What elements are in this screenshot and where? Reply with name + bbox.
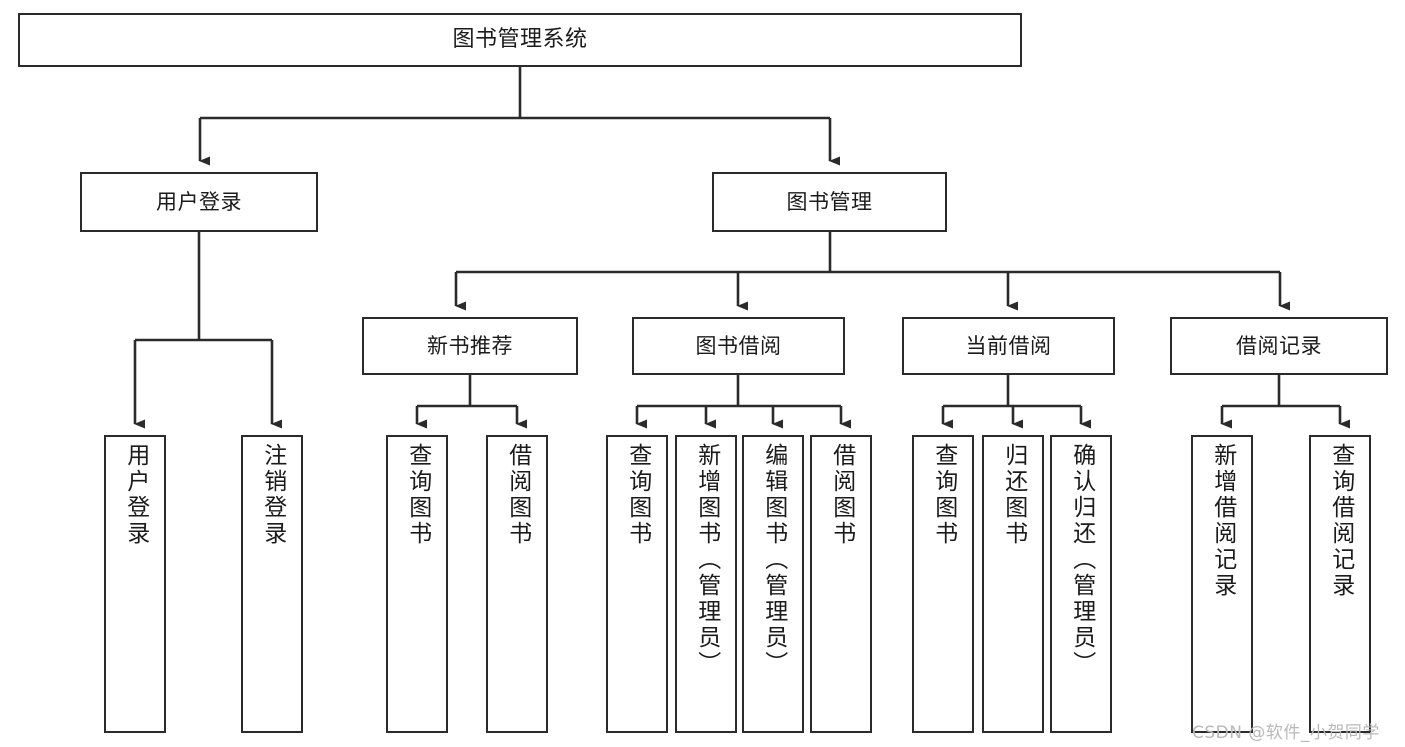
node-new-book-rec-label: 新书推荐: [427, 333, 513, 358]
node-leaf-borrow-book-2-label: 借阅图书: [828, 443, 855, 547]
node-leaf-return-book[interactable]: 归还图书: [982, 435, 1044, 733]
node-book-borrow-label: 图书借阅: [695, 333, 782, 358]
node-new-book-rec[interactable]: 新书推荐: [362, 317, 578, 375]
node-borrow-record-label: 借阅记录: [1236, 333, 1322, 358]
node-leaf-query-record[interactable]: 查询借阅记录: [1309, 435, 1371, 733]
node-user-login[interactable]: 用户登录: [80, 172, 318, 232]
node-leaf-query-book-3-label: 查询图书: [930, 443, 957, 547]
csdn-watermark: CSDN @软件_小贺同学: [1192, 723, 1380, 743]
node-leaf-add-record-label: 新增借阅记录: [1209, 443, 1236, 599]
node-leaf-borrow-book-2[interactable]: 借阅图书: [810, 435, 872, 733]
node-leaf-edit-book[interactable]: 编辑图书（管理员）: [742, 435, 804, 733]
node-leaf-query-book-1-label: 查询图书: [404, 443, 431, 547]
node-current-borrow-label: 当前借阅: [965, 333, 1052, 358]
node-leaf-add-record[interactable]: 新增借阅记录: [1191, 435, 1253, 733]
node-book-manage-label: 图书管理: [786, 189, 873, 214]
node-leaf-query-record-label: 查询借阅记录: [1327, 443, 1354, 599]
node-leaf-add-book[interactable]: 新增图书（管理员）: [675, 435, 737, 733]
node-leaf-query-book-2-label: 查询图书: [624, 443, 651, 547]
node-book-borrow[interactable]: 图书借阅: [632, 317, 845, 375]
node-leaf-borrow-book-1-label: 借阅图书: [504, 443, 531, 547]
node-leaf-logout-label: 注销登录: [259, 443, 286, 547]
node-leaf-add-book-label: 新增图书（管理员）: [693, 443, 720, 677]
node-leaf-query-book-1[interactable]: 查询图书: [386, 435, 448, 733]
node-leaf-user-login[interactable]: 用户登录: [104, 435, 166, 733]
node-leaf-borrow-book-1[interactable]: 借阅图书: [486, 435, 548, 733]
node-leaf-user-login-label: 用户登录: [122, 443, 149, 547]
node-root-label: 图书管理系统: [452, 27, 588, 53]
node-leaf-query-book-3[interactable]: 查询图书: [912, 435, 974, 733]
node-leaf-logout[interactable]: 注销登录: [241, 435, 303, 733]
node-leaf-return-book-label: 归还图书: [1000, 443, 1027, 547]
node-leaf-confirm-return-label: 确认归还（管理员）: [1068, 443, 1095, 677]
node-borrow-record[interactable]: 借阅记录: [1170, 317, 1388, 375]
node-leaf-confirm-return[interactable]: 确认归还（管理员）: [1050, 435, 1112, 733]
node-leaf-query-book-2[interactable]: 查询图书: [606, 435, 668, 733]
node-leaf-edit-book-label: 编辑图书（管理员）: [760, 443, 787, 677]
node-book-manage[interactable]: 图书管理: [712, 172, 947, 232]
node-root[interactable]: 图书管理系统: [18, 13, 1022, 67]
node-user-login-label: 用户登录: [156, 189, 242, 214]
node-current-borrow[interactable]: 当前借阅: [902, 317, 1115, 375]
